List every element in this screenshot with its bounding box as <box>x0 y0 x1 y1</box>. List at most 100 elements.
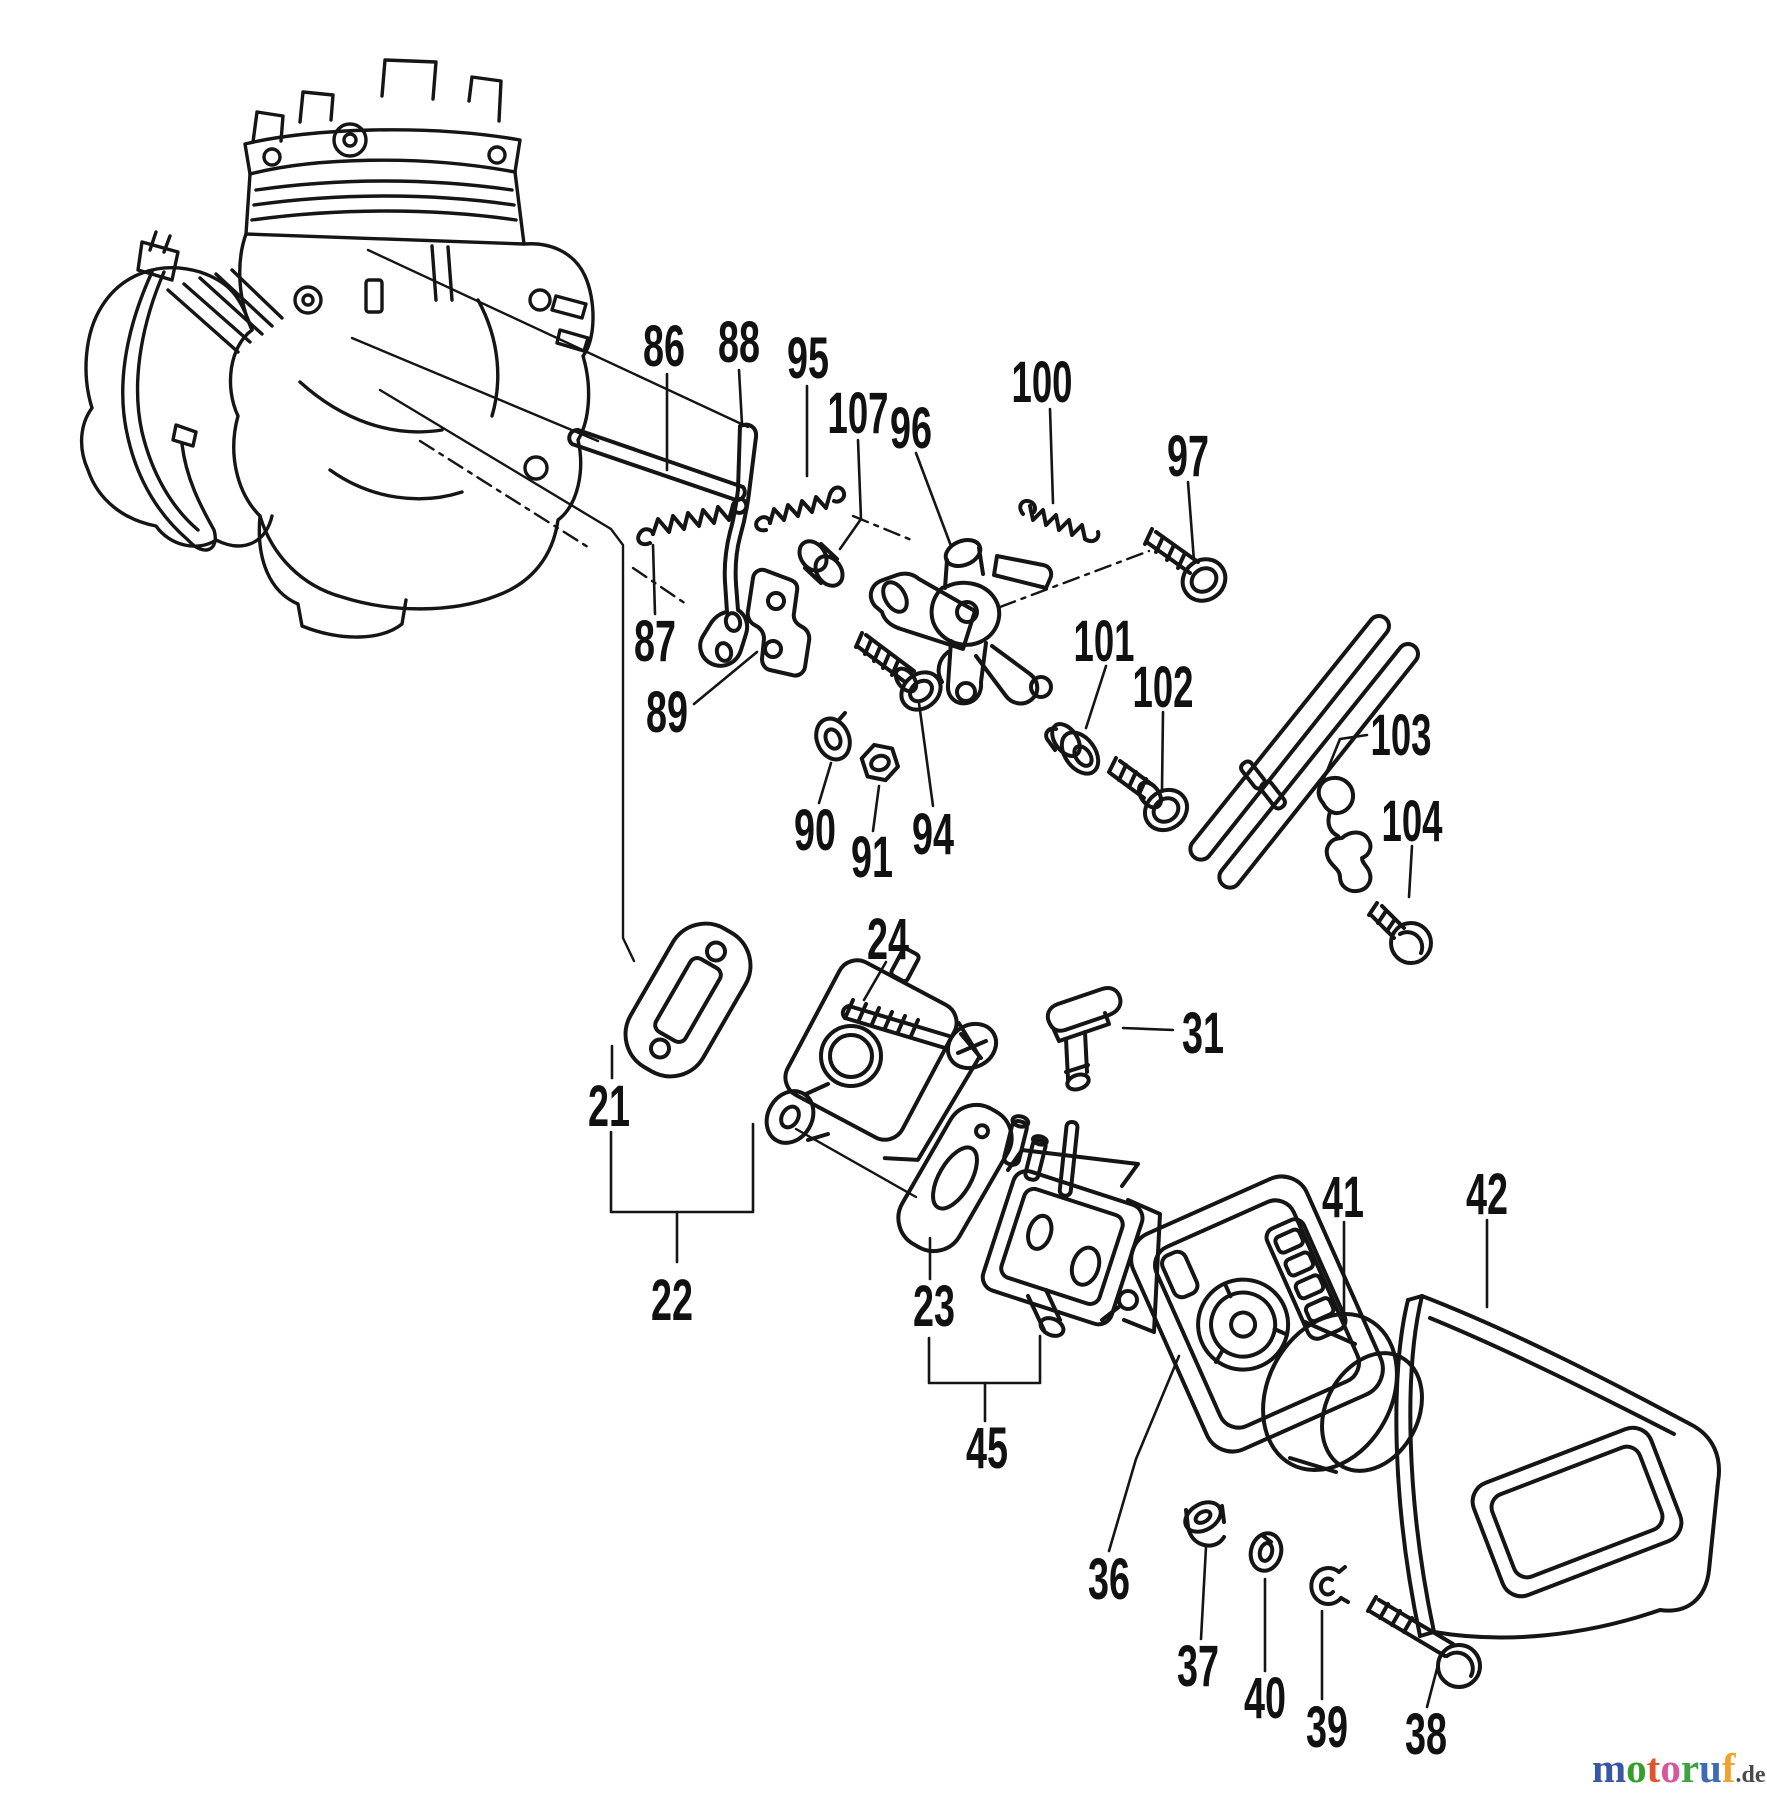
leader-36 <box>1107 1354 1181 1553</box>
part-label-97: 97 <box>1167 424 1209 489</box>
part-label-88: 88 <box>718 310 760 375</box>
leader-96 <box>914 451 953 548</box>
leader-94 <box>917 701 935 808</box>
leader-88 <box>737 368 744 426</box>
part-label-42: 42 <box>1466 1162 1508 1227</box>
assembly-line-3 <box>794 1127 918 1199</box>
part-label-101: 101 <box>1074 609 1135 674</box>
assembly-line-2 <box>378 388 636 963</box>
hex-screw-102 <box>1107 756 1190 833</box>
filter-element <box>1261 1311 1424 1474</box>
flange-bolt-97 <box>1143 527 1228 603</box>
air-cleaner-cover-42 <box>1394 1294 1721 1640</box>
part-label-89: 89 <box>646 680 688 745</box>
washer-40 <box>1248 1531 1284 1573</box>
cap-nut-37 <box>1183 1500 1226 1548</box>
e-clip-39 <box>1309 1565 1350 1606</box>
engine-block <box>79 58 595 639</box>
part-label-36: 36 <box>1088 1547 1130 1612</box>
engine-base <box>257 514 408 639</box>
assembly-line-0 <box>366 248 750 429</box>
watermark-letter: f <box>1721 1745 1736 1791</box>
leader-100 <box>1048 407 1055 505</box>
hex-nut-91 <box>859 742 900 783</box>
cable-clamp-103 <box>1316 775 1373 894</box>
round-head-screw-104 <box>1367 901 1433 965</box>
bracket-group-45 <box>927 1334 1042 1385</box>
spark-plug-connector <box>136 240 180 282</box>
magneto-coil <box>79 266 274 548</box>
part-label-90: 90 <box>794 798 836 863</box>
carb-mount-screw-24 <box>840 998 999 1071</box>
watermark-letter: u <box>1699 1745 1722 1791</box>
part-label-87: 87 <box>634 609 676 674</box>
part-label-45: 45 <box>966 1416 1008 1481</box>
center-line-2 <box>851 514 916 543</box>
choke-bracket-89 <box>745 567 812 678</box>
part-label-24: 24 <box>867 907 909 972</box>
part-label-107: 107 <box>828 381 889 446</box>
assembly-line-1 <box>350 336 600 443</box>
watermark-letter: r <box>1680 1745 1700 1791</box>
leader-104 <box>1407 844 1414 899</box>
leader-24 <box>862 960 888 1002</box>
rod-lever-88 <box>698 422 759 668</box>
part-label-38: 38 <box>1405 1702 1447 1767</box>
part-label-100: 100 <box>1012 350 1073 415</box>
leader-107 <box>838 438 863 551</box>
assembly-lines-layer <box>350 248 918 1199</box>
leader-87 <box>651 543 657 616</box>
leader-lines-layer <box>609 368 1489 1709</box>
return-spring-95 <box>754 485 847 533</box>
carb-gasket-23 <box>896 1102 1014 1254</box>
part-label-23: 23 <box>913 1274 955 1339</box>
spring-100 <box>1018 498 1101 543</box>
bracket-group-22 <box>609 1122 755 1214</box>
spark-plug-wire <box>121 270 217 552</box>
part-label-37: 37 <box>1177 1634 1219 1699</box>
long-bolt-38 <box>1366 1595 1482 1689</box>
part-label-95: 95 <box>787 326 829 391</box>
cylinder-head-plate <box>243 128 522 176</box>
leader-90 <box>817 761 833 805</box>
center-line-3 <box>998 549 1151 609</box>
throttle-lever-assembly-96 <box>868 537 1054 706</box>
leader-31 <box>1121 1026 1175 1032</box>
part-label-40: 40 <box>1244 1666 1286 1731</box>
lock-washer-90 <box>814 711 852 762</box>
leader-97 <box>1186 480 1196 563</box>
leader-37 <box>1199 1545 1208 1641</box>
watermark-letter: o <box>1626 1745 1647 1791</box>
cooling-fin-block <box>244 170 526 246</box>
part-label-103: 103 <box>1371 703 1432 768</box>
coil-windings <box>166 268 284 354</box>
center-line-0 <box>418 439 593 551</box>
carburetor-45 <box>980 1114 1162 1338</box>
pan-head-screw-94 <box>854 631 943 712</box>
part-label-96: 96 <box>890 396 932 461</box>
motoruf-watermark: motoruf.de <box>1592 1748 1765 1789</box>
insulator-22 <box>764 946 982 1162</box>
throttle-rod-86 <box>567 428 747 502</box>
leader-91 <box>871 784 881 833</box>
watermark-letter: t <box>1646 1745 1661 1791</box>
leader-38 <box>1425 1659 1441 1709</box>
part-label-31: 31 <box>1182 1001 1224 1066</box>
choke-knob-31 <box>1045 986 1123 1092</box>
part-label-104: 104 <box>1382 789 1443 854</box>
part-label-94: 94 <box>912 802 954 867</box>
part-label-41: 41 <box>1322 1165 1364 1230</box>
part-label-21: 21 <box>588 1074 630 1139</box>
center-line-1 <box>631 566 688 606</box>
leader-101 <box>1084 664 1108 730</box>
leader-89 <box>692 650 759 706</box>
leader-102 <box>1160 710 1165 791</box>
part-label-22: 22 <box>651 1268 693 1333</box>
watermark-letter: o <box>1660 1745 1681 1791</box>
watermark-suffix: .de <box>1735 1762 1766 1788</box>
leader-103 <box>1316 733 1369 795</box>
part-label-39: 39 <box>1306 1695 1348 1760</box>
part-label-102: 102 <box>1133 655 1194 720</box>
